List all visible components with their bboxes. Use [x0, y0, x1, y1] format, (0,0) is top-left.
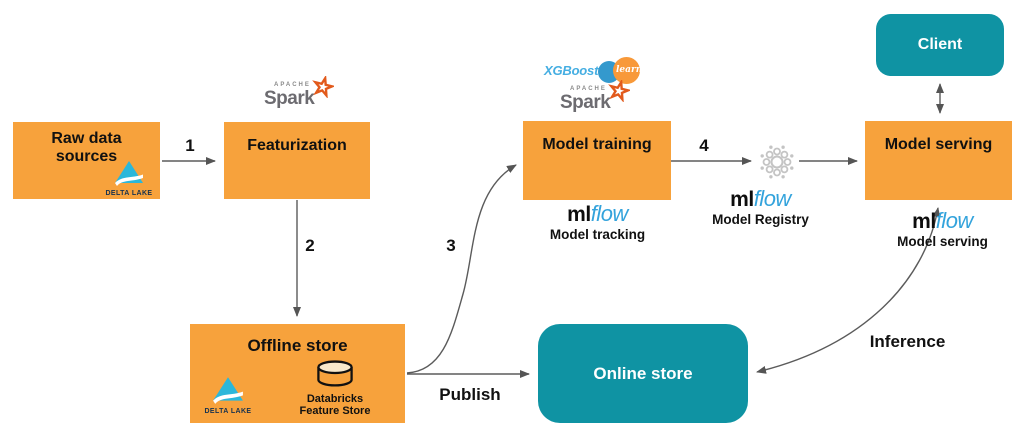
delta-lake-wordmark: DELTA LAKE: [204, 408, 252, 415]
node-model-serving: Model serving: [865, 121, 1012, 200]
caption-model-tracking: mlflow Model tracking: [535, 201, 660, 243]
delta-lake-wordmark: DELTA LAKE: [105, 190, 153, 197]
scikit-learn-logo: learn: [598, 57, 642, 87]
model-registry-text: Model Registry: [712, 212, 809, 227]
delta-lake-logo: DELTA LAKE: [202, 376, 254, 415]
spark-star-icon: [312, 76, 334, 98]
caption-model-registry: mlflow Model Registry: [698, 186, 823, 228]
node-raw-data-sources: Raw data sources DELTA LAKE: [13, 122, 160, 199]
edge-label-1: 1: [185, 136, 195, 155]
mlflow-logo: mlflow: [730, 186, 791, 211]
gear-icon: [760, 145, 794, 179]
node-client: Client: [876, 14, 1004, 76]
edge-label-4: 4: [699, 136, 709, 155]
caption-mlflow-model-serving: mlflow Model serving: [880, 208, 1005, 250]
delta-lake-icon: [213, 377, 243, 404]
databricks-fs-label: Databricks Feature Store: [299, 392, 371, 418]
mlflow-logo: mlflow: [912, 208, 973, 233]
spark-wordmark: Spark: [560, 92, 611, 113]
xgboost-logo: XGBoost: [544, 63, 599, 78]
offline-store-label: Offline store: [247, 336, 348, 355]
spark-star-icon: [608, 80, 630, 102]
database-cylinder-icon: [317, 360, 353, 387]
model-training-label: Model training: [542, 136, 652, 153]
node-featurization: Featurization: [224, 122, 370, 199]
spark-logo: APACHE Spark: [556, 80, 632, 120]
client-label: Client: [917, 35, 963, 53]
databricks-feature-store: Databricks Feature Store: [292, 360, 378, 418]
arrow-inference: [756, 207, 941, 374]
node-offline-store: Offline store DELTA LAKE Databricks Feat…: [190, 324, 405, 423]
spark-wordmark: Spark: [264, 88, 315, 109]
arrow-step3: [406, 164, 517, 374]
mlflow-model-serving-text: Model serving: [897, 234, 988, 249]
sklearn-learn-text: learn: [616, 65, 643, 75]
edge-label-3: 3: [446, 236, 456, 255]
spark-logo: APACHE Spark: [260, 76, 336, 116]
online-store-label: Online store: [593, 363, 693, 383]
delta-lake-logo: DELTA LAKE: [103, 160, 155, 197]
delta-lake-icon: [115, 161, 143, 186]
featurization-label: Featurization: [247, 137, 347, 154]
model-tracking-text: Model tracking: [549, 227, 646, 242]
sklearn-orange-circle: [613, 57, 640, 84]
spark-apache-text: APACHE: [274, 82, 311, 88]
node-model-training: Model training: [523, 121, 671, 200]
edge-label-publish: Publish: [439, 385, 501, 404]
mlflow-logo: mlflow: [567, 201, 628, 226]
node-online-store: Online store: [538, 324, 748, 423]
model-serving-label: Model serving: [884, 136, 993, 153]
edge-label-2: 2: [305, 236, 315, 255]
spark-apache-text: APACHE: [570, 86, 607, 92]
raw-data-sources-label: Raw data sources: [51, 130, 122, 166]
edge-label-inference: Inference: [869, 332, 946, 351]
